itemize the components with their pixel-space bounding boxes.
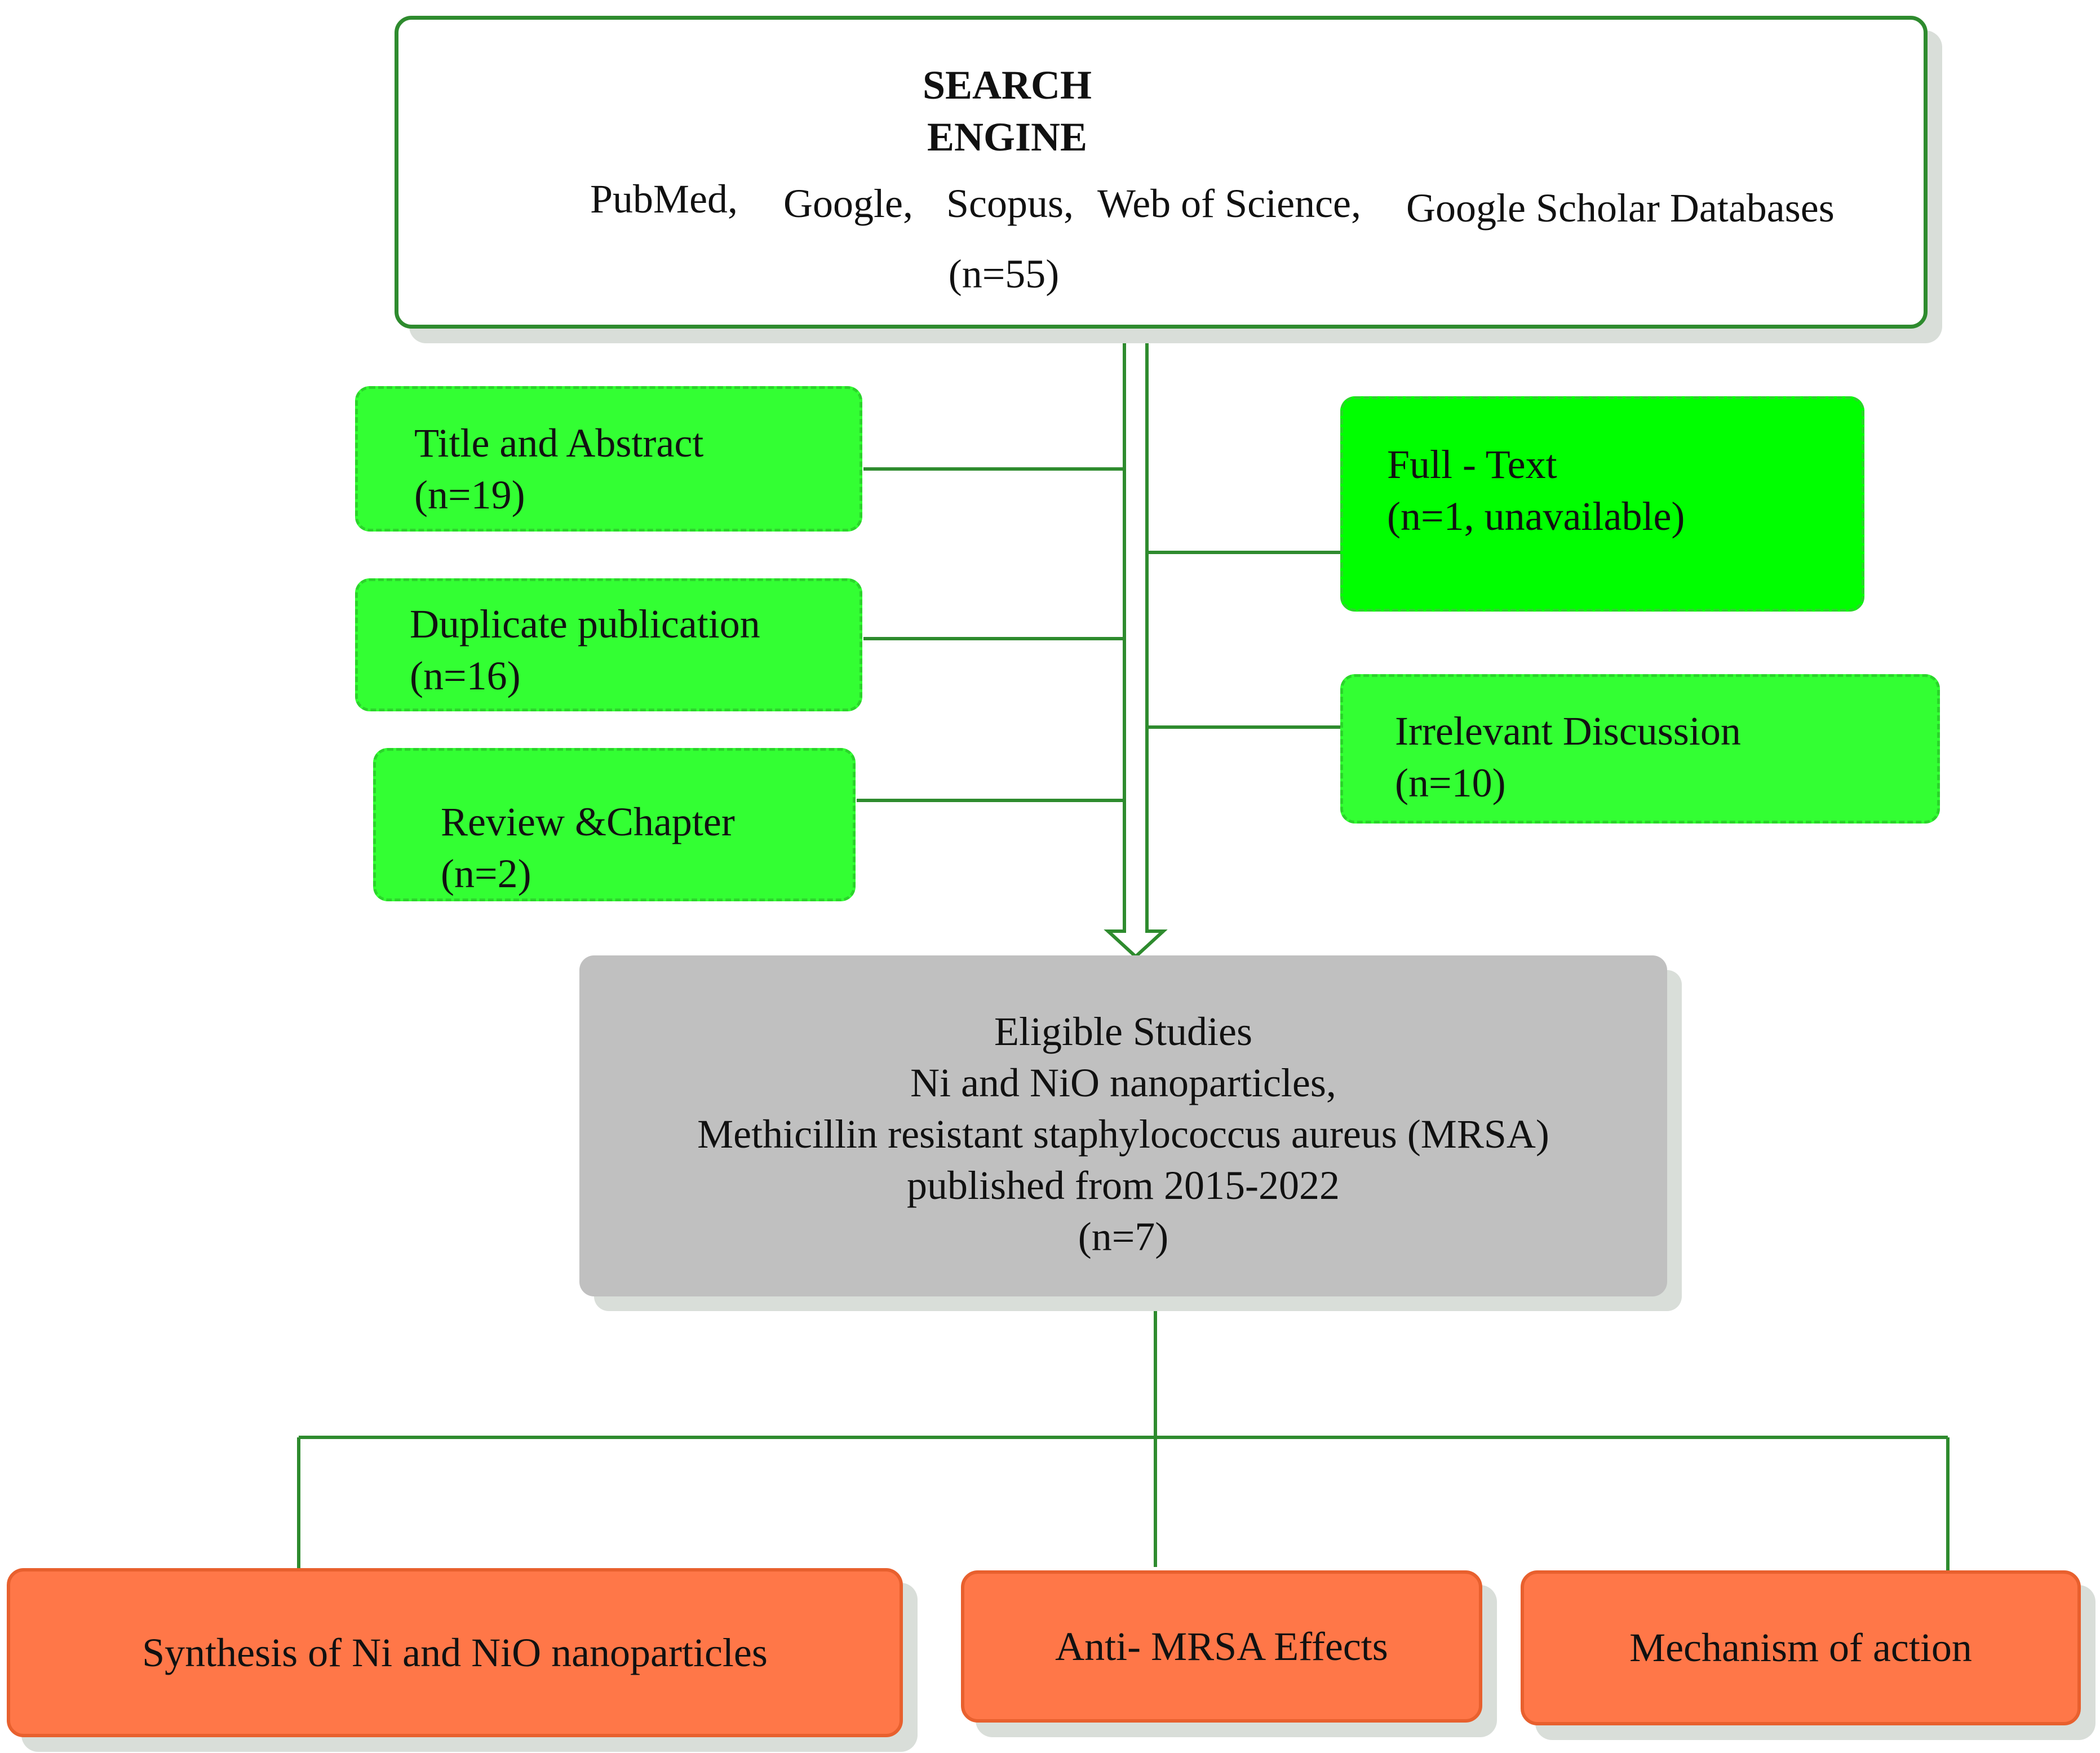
outcome-anti-mrsa-effects: Anti- MRSA Effects bbox=[961, 1570, 1482, 1723]
search-engine-box: SEARCH ENGINE PubMed, Google, Scopus, We… bbox=[395, 16, 1928, 329]
exclusion-count: (n=2) bbox=[441, 851, 531, 896]
eligible-line-2: Ni and NiO nanoparticles, bbox=[910, 1060, 1336, 1105]
eligible-studies-box: Eligible Studies Ni and NiO nanoparticle… bbox=[579, 955, 1667, 1296]
eligible-line-4: published from 2015-2022 bbox=[907, 1163, 1340, 1208]
search-engine-title-line1: SEARCH bbox=[922, 63, 1092, 108]
search-engine-title: SEARCH ENGINE bbox=[398, 59, 1616, 163]
eligible-count: (n=7) bbox=[1078, 1214, 1169, 1259]
outcome-mechanism-of-action: Mechanism of action bbox=[1521, 1570, 2081, 1725]
exclusion-count: (n=19) bbox=[414, 472, 525, 517]
exclusion-full-text: Full - Text (n=1, unavailable) bbox=[1340, 396, 1864, 612]
database-google: Google, bbox=[783, 181, 913, 226]
exclusion-duplicate-publication: Duplicate publication (n=16) bbox=[355, 578, 862, 711]
outcome-synthesis: Synthesis of Ni and NiO nanoparticles bbox=[7, 1568, 903, 1737]
exclusion-label: Irrelevant Discussion bbox=[1395, 709, 1741, 754]
exclusion-label: Title and Abstract bbox=[414, 420, 704, 466]
exclusion-title-abstract: Title and Abstract (n=19) bbox=[355, 386, 862, 532]
exclusion-label: Full - Text bbox=[1387, 442, 1557, 487]
exclusion-irrelevant-discussion: Irrelevant Discussion (n=10) bbox=[1340, 674, 1940, 824]
database-google-scholar: Google Scholar Databases bbox=[1406, 185, 1835, 231]
database-web-of-science: Web of Science, bbox=[1097, 181, 1361, 226]
eligible-line-3: Methicillin resistant staphylococcus aur… bbox=[697, 1112, 1549, 1157]
eligible-line-1: Eligible Studies bbox=[994, 1009, 1252, 1054]
exclusion-label: Review &Chapter bbox=[441, 799, 735, 844]
exclusion-count: (n=16) bbox=[410, 653, 521, 698]
exclusion-count: (n=10) bbox=[1395, 760, 1506, 805]
search-engine-count: (n=55) bbox=[948, 251, 1060, 296]
search-engine-title-line2: ENGINE bbox=[927, 114, 1088, 160]
down-arrow-icon bbox=[1104, 339, 1168, 959]
database-scopus: Scopus, bbox=[946, 181, 1074, 226]
exclusion-count: (n=1, unavailable) bbox=[1387, 494, 1685, 539]
outcome-label: Anti- MRSA Effects bbox=[1055, 1623, 1388, 1669]
exclusion-review-chapter: Review &Chapter (n=2) bbox=[373, 748, 856, 901]
exclusion-label: Duplicate publication bbox=[410, 601, 760, 647]
database-pubmed: PubMed, bbox=[590, 176, 738, 222]
outcome-label: Mechanism of action bbox=[1629, 1625, 1972, 1670]
outcome-label: Synthesis of Ni and NiO nanoparticles bbox=[142, 1630, 768, 1675]
